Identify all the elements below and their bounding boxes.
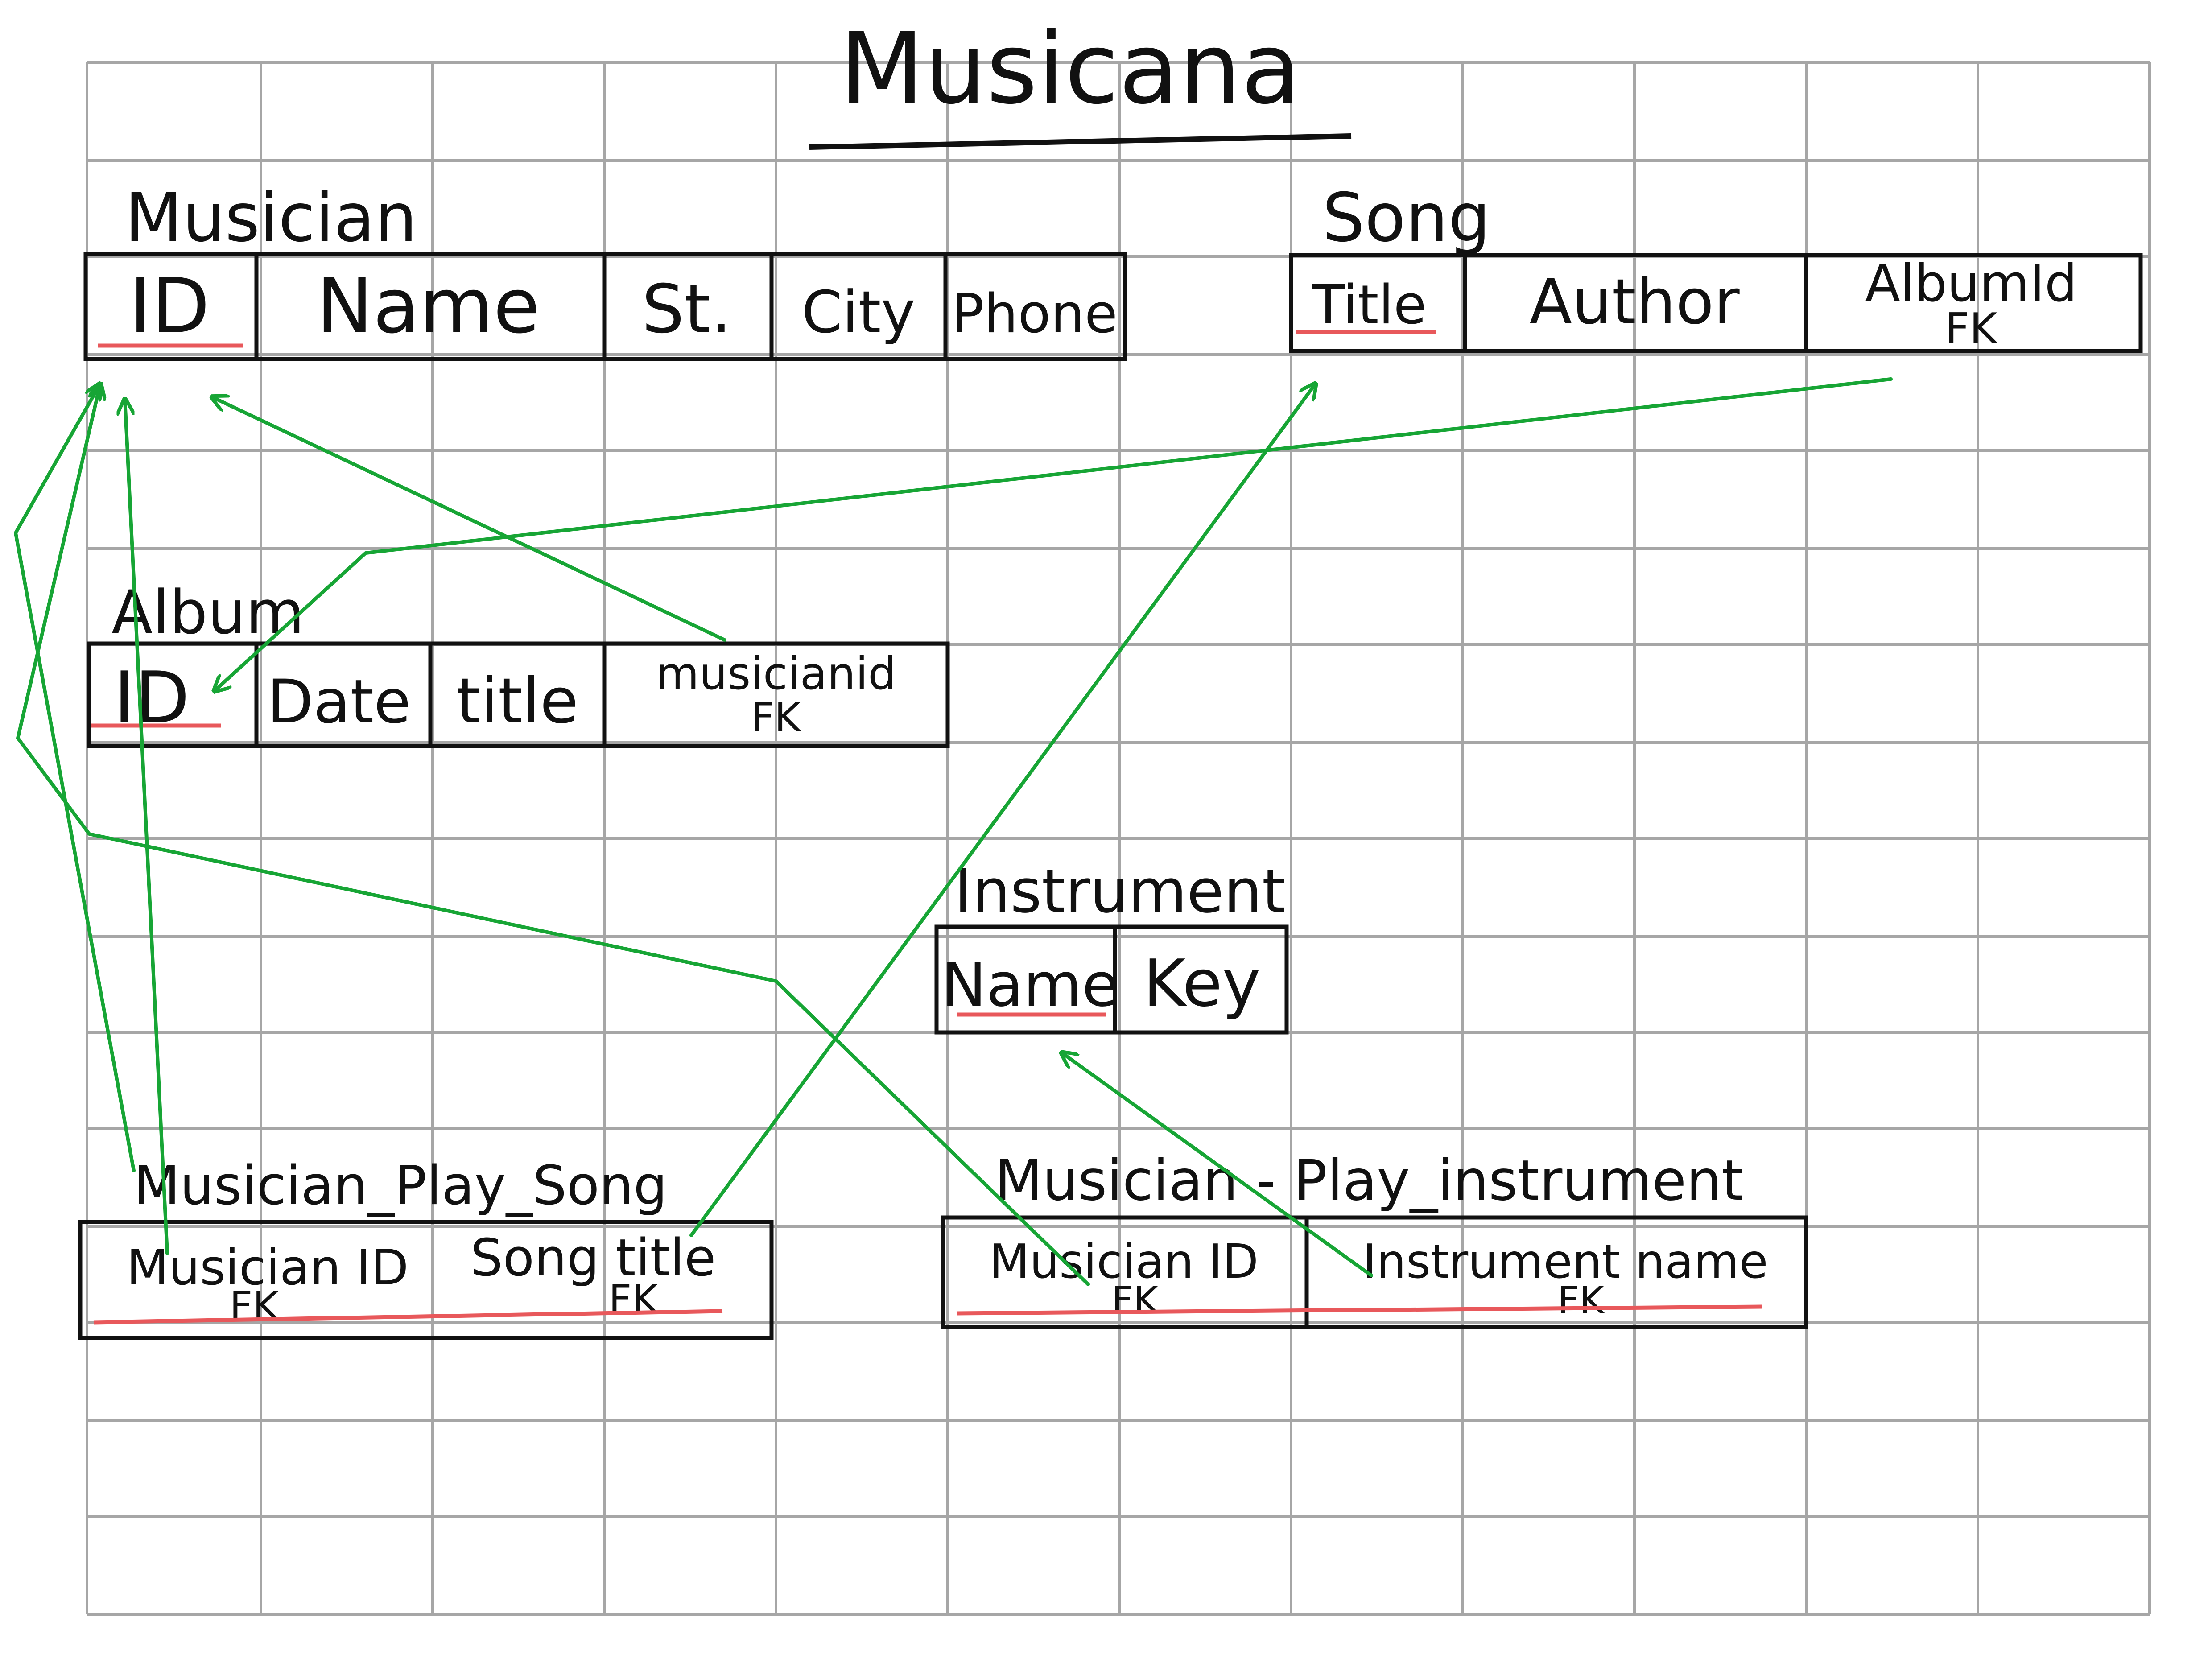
table-album[interactable]: Album ID Date title musicianid FK — [87, 578, 950, 748]
column-city: City — [802, 278, 916, 346]
column-albumid: AlbumId — [1865, 254, 2077, 314]
column-musicianid: musicianid — [656, 648, 896, 700]
column-st: St. — [642, 271, 732, 348]
fk-marker: FK — [609, 1276, 659, 1323]
table-name: Musician_Play_Song — [134, 1155, 667, 1217]
title-underline — [809, 133, 1352, 150]
column-name: Name — [316, 262, 540, 351]
column-musician-id: Musician ID — [127, 1239, 409, 1296]
pk-underline — [93, 1309, 723, 1325]
table-instrument[interactable]: Instrument Name Key — [934, 856, 1289, 1035]
arrow-mps-songtitle-to-song-title — [689, 384, 1316, 1237]
arrow-mpi-musicianid-to-musician-id — [16, 384, 1090, 1286]
table-box — [1289, 253, 2143, 353]
table-musician[interactable]: Musician ID Name St. City Phone — [83, 179, 1127, 361]
table-box — [934, 924, 1289, 1035]
column-phone: Phone — [952, 283, 1118, 345]
arrow-song-albumid-to-album-id — [214, 377, 1893, 691]
pk-underline — [956, 1304, 1762, 1316]
table-song[interactable]: Song Title Author AlbumId FK — [1289, 179, 2143, 354]
arrow-mps-musicianid-secondary — [125, 399, 169, 1255]
column-musician-id: Musician ID — [989, 1234, 1259, 1289]
fk-marker: FK — [1945, 305, 1999, 354]
table-box — [941, 1215, 1808, 1329]
arrow-mpi-instrumentname-to-instrument-name — [1061, 1052, 1373, 1277]
column-song-title: Song title — [470, 1228, 716, 1288]
fk-marker: FK — [1112, 1279, 1160, 1323]
column-date: Date — [267, 667, 411, 737]
table-name: Song — [1322, 179, 1490, 257]
fk-marker: FK — [751, 694, 802, 741]
fk-marker: FK — [1558, 1279, 1605, 1323]
table-musician-play-song[interactable]: Musician_Play_Song Musician ID FK Song t… — [78, 1155, 774, 1340]
column-author: Author — [1529, 266, 1740, 338]
column-title: title — [456, 665, 578, 738]
fk-marker: FK — [230, 1283, 280, 1330]
table-name: Musician - Play_instrument — [995, 1148, 1744, 1213]
column-instrument-name: Instrument name — [1363, 1234, 1768, 1289]
arrow-mps-musicianid-to-musician-id — [14, 384, 136, 1172]
table-musician-play-instrument[interactable]: Musician - Play_instrument Musician ID F… — [941, 1148, 1808, 1329]
column-name: Name — [941, 950, 1119, 1020]
table-name: Instrument — [954, 856, 1286, 926]
column-id: ID — [129, 262, 210, 351]
table-name: Musician — [125, 179, 417, 257]
column-title: Title — [1311, 274, 1426, 336]
arrow-album-musicianid-to-musician-id — [212, 397, 726, 642]
table-box — [78, 1220, 774, 1340]
column-key: Key — [1143, 946, 1261, 1021]
grid-paper — [86, 61, 2151, 1616]
table-box — [87, 641, 950, 748]
diagram-title: Musicana — [839, 12, 1301, 126]
